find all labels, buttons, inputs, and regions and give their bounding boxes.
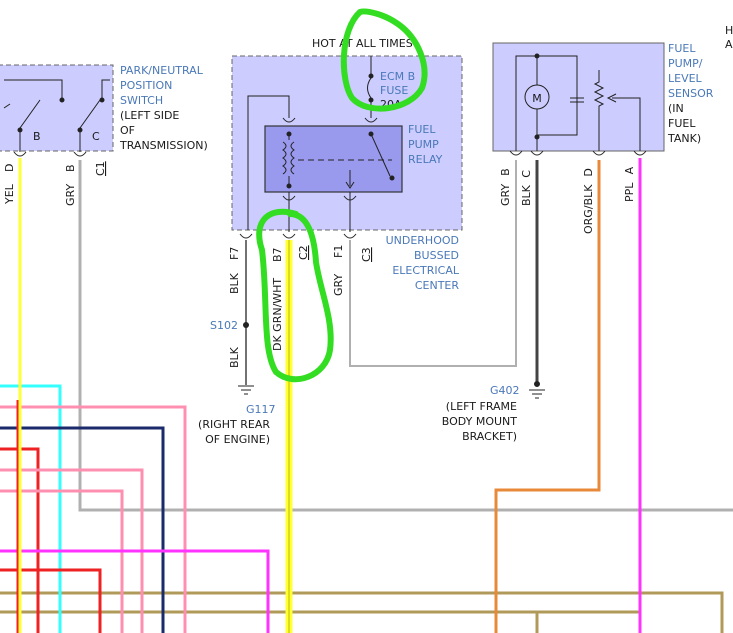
sensor-wire-b: GRYB <box>499 168 512 206</box>
fuel-sensor-title-2: PUMP/ <box>668 57 703 70</box>
ground-g117-name: G117 <box>246 403 276 416</box>
park-wire-d-pin: D <box>3 164 16 172</box>
park-switch-title-2: POSITION <box>120 79 172 92</box>
ubec-title-1: UNDERHOOD <box>386 234 459 247</box>
park-switch-contacts <box>3 79 110 152</box>
fuel-sensor-title-4: SENSOR <box>668 87 714 100</box>
park-wire-b-pin: B <box>64 164 77 172</box>
wire-navy <box>0 426 165 633</box>
ground-g117-symbol <box>238 385 254 395</box>
sensor-wire-a: PPLA <box>623 166 636 202</box>
fuel-sensor-internals <box>509 53 647 156</box>
ground-g117-note-2: OF ENGINE) <box>205 433 270 446</box>
park-wire-b-color: GRY <box>64 184 77 206</box>
wire-orange <box>494 160 601 633</box>
park-contact-b: B <box>33 130 41 143</box>
highlight-circle-wire <box>256 208 334 383</box>
ground-g402-name: G402 <box>490 384 520 397</box>
fuel-sensor-box <box>492 42 665 152</box>
splice-wire-color: BLK <box>228 346 241 368</box>
relay-title-1: FUEL <box>408 123 436 136</box>
fuse-name-1: ECM B <box>380 70 415 83</box>
wire-olive-1 <box>0 591 724 633</box>
wire-cyan <box>0 384 62 633</box>
park-switch-title-3: SWITCH <box>120 94 163 107</box>
wire-red-1 <box>0 447 40 633</box>
park-switch-note-3: TRANSMISSION) <box>119 139 208 152</box>
wire-pink-2 <box>0 468 144 633</box>
ubec-f1-color: GRY <box>332 274 345 296</box>
park-switch-note-2: OF <box>120 124 135 137</box>
motor-label: M <box>532 92 542 105</box>
ubec-title-3: ELECTRICAL <box>392 264 460 277</box>
sensor-wire-d: ORG/BLKD <box>582 168 595 234</box>
ubec-f7-pin: F7 <box>228 247 241 260</box>
fuse-hot-label: HOT AT ALL TIMES <box>312 37 413 50</box>
fuse-name-2: FUSE <box>380 84 408 97</box>
harness-wires <box>0 158 733 633</box>
wire-magenta-1 <box>0 549 270 633</box>
ubec-b7-pin: B7 <box>271 247 284 262</box>
corner-text-1: H <box>725 24 733 37</box>
ubec-title-2: BUSSED <box>414 249 459 262</box>
park-contact-c: C <box>92 130 100 143</box>
park-connector-pins <box>13 151 87 157</box>
fuel-sensor-note-3: TANK) <box>667 132 701 145</box>
relay-title-3: RELAY <box>408 153 443 166</box>
ubec-connector-c3: C3 <box>360 247 373 262</box>
ground-g402-symbol <box>529 381 545 399</box>
ground-g402-note-2: BODY MOUNT <box>442 415 518 428</box>
relay-box <box>264 125 403 193</box>
ground-g117-note-1: (RIGHT REAR <box>198 418 270 431</box>
ground-g402-note-3: BRACKET) <box>462 430 517 443</box>
wire-gray-f1 <box>349 160 517 367</box>
splice-s102-dot <box>243 322 249 328</box>
ubec-title-4: CENTER <box>415 279 460 292</box>
ubec-connector-c2: C2 <box>297 245 310 260</box>
ubec-b7-color: DK GRN/WHT <box>271 278 284 351</box>
fuel-sensor-title-1: FUEL <box>668 42 696 55</box>
wire-olive-3 <box>515 610 539 633</box>
fuel-sensor-note-1: (IN <box>668 102 684 115</box>
relay-internals <box>239 95 395 239</box>
ground-g402-note-1: (LEFT FRAME <box>446 400 517 413</box>
splice-s102-label: S102 <box>210 319 238 332</box>
wire-red-2 <box>0 568 102 633</box>
ubec-f7-color: BLK <box>228 272 241 294</box>
wire-gray-long <box>78 160 733 512</box>
ubec-f1-pin: F1 <box>332 245 345 258</box>
fuel-sensor-note-2: FUEL <box>668 117 696 130</box>
fuel-sensor-title-3: LEVEL <box>668 72 703 85</box>
relay-title-2: PUMP <box>408 138 439 151</box>
park-switch-title-1: PARK/NEUTRAL <box>120 64 204 77</box>
highlight-circle-fuse <box>340 8 428 112</box>
corner-text-2: A <box>725 38 733 51</box>
park-switch-note-1: (LEFT SIDE <box>120 109 179 122</box>
park-wire-d-color: YEL <box>3 183 16 205</box>
wire-pink-1 <box>0 405 187 633</box>
sensor-wire-c: BLKC <box>520 170 533 206</box>
park-connector-c1: C1 <box>94 161 107 176</box>
wire-pink-3 <box>0 489 124 633</box>
